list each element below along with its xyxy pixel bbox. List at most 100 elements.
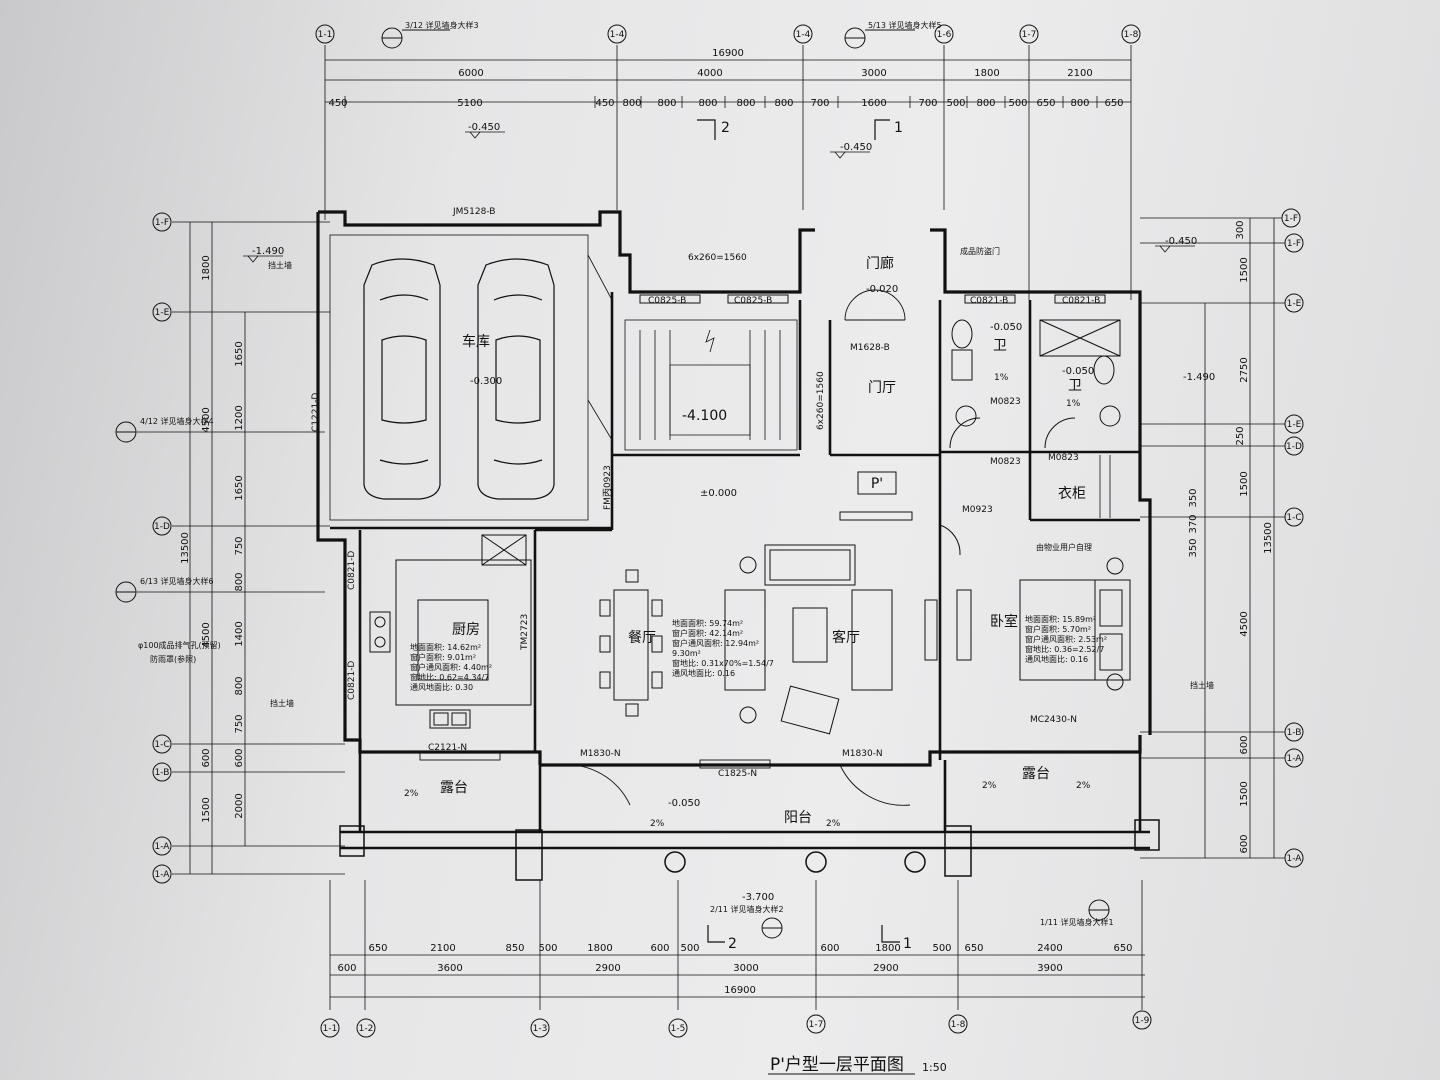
dim-top-row3-11: 500 [946, 98, 965, 109]
dim-top-row3-2: 450 [595, 98, 614, 109]
dim-top-row3-15: 800 [1070, 98, 1089, 109]
dim-left-row2-3: 600 [201, 748, 212, 767]
dim-left-row2-4: 1500 [201, 797, 212, 822]
dim-top-row3-14: 650 [1036, 98, 1055, 109]
dim-bottom-row3-8: 1800 [875, 943, 900, 954]
axis-label-bottom-1: 1-1 [323, 1024, 338, 1034]
kitchen-fixtures [369, 534, 532, 729]
wardrobe [1099, 455, 1111, 518]
level-porch: -0.020 [866, 284, 898, 295]
dim-right-row2-4: 600 [1239, 735, 1250, 754]
axis-label-right-4: 1-E [1287, 420, 1302, 430]
dim-left-row3-0: 1650 [234, 341, 245, 366]
axis-label-top-1: 1-1 [318, 30, 333, 40]
tag-entry-door: M1628-B [850, 343, 890, 353]
axis-label-bottom-2: 1-2 [359, 1024, 374, 1034]
level-wc1: -0.050 [990, 322, 1022, 333]
dim-left-row2-2: 4500 [201, 622, 212, 647]
left-dimension-lines [137, 221, 345, 875]
dim-left-row2-0: 1800 [201, 255, 212, 280]
note-bed-win: 窗户面积: 5.70m² [1025, 624, 1091, 634]
dim-top-row2-3: 1800 [974, 68, 999, 79]
dim-top-row3-5: 800 [698, 98, 717, 109]
axis-label-right-2: 1-F [1287, 239, 1301, 249]
dim-bottom-row2-3: 3000 [733, 963, 758, 974]
dim-right-row2-1: 2750 [1239, 357, 1250, 382]
axis-label-top-2: 1-4 [610, 30, 625, 40]
drawing-title: P'户型一层平面图 [770, 1055, 904, 1075]
dim-top-row3-3: 800 [622, 98, 641, 109]
note-gas: φ100成品排气孔(预留) [138, 640, 221, 650]
tag-window-c0821d: C0821-D [347, 661, 357, 700]
stair [624, 319, 798, 451]
bathroom-fixtures [949, 319, 1121, 449]
tag-window-c2121: C2121-N [428, 743, 467, 753]
room-label-wc1: 卫 [993, 338, 1007, 354]
axis-bubble-top-6 [1121, 24, 1141, 44]
note-bed-vent: 窗户通风面积: 2.53m² [1025, 634, 1107, 644]
dim-left-row3-8: 600 [234, 748, 245, 767]
note-living-vratio: 通风地面比: 0.16 [672, 668, 735, 678]
room-label-bedroom: 卧室 [990, 613, 1018, 630]
slope-terrace-far: 2% [1076, 781, 1091, 791]
terrace-rail [340, 752, 1150, 850]
note-kitchen-vent: 窗户通风面积: 4.40m² [410, 662, 492, 672]
ref-bubble-top-mid [844, 27, 915, 49]
dim-bottom-row2-2: 2900 [595, 963, 620, 974]
note-bed-vratio: 通风地面比: 0.16 [1025, 654, 1088, 664]
axis-bubble-top-4 [934, 24, 954, 44]
axis-label-top-3: 1-4 [796, 30, 811, 40]
dim-right-row2-2: 1500 [1239, 471, 1250, 496]
left-axis-bubbles [115, 212, 172, 884]
slope-balcony-left: 2% [650, 819, 665, 829]
section-marks-top [697, 119, 890, 140]
room-label-wc2: 卫 [1068, 378, 1082, 394]
section-mark-top-1: 1 [894, 120, 903, 136]
dim-left-row3-9: 2000 [234, 793, 245, 818]
tag-door-m0823b: M0823 [990, 457, 1021, 467]
level-living: ±0.000 [700, 488, 737, 499]
axis-label-right-5: 1-D [1286, 442, 1302, 452]
note-bed-area: 地面面积: 15.89m² [1025, 614, 1096, 624]
garage-floor [329, 234, 613, 521]
axis-label-top-6: 1-8 [1124, 30, 1139, 40]
note-gas2: 防雨罩(参照) [150, 654, 196, 664]
axis-label-right-8: 1-A [1287, 754, 1303, 764]
room-label-balcony: 阳台 [784, 810, 812, 826]
axis-label-right-1: 1-F [1284, 214, 1298, 224]
axis-label-bottom-4: 1-5 [671, 1024, 686, 1034]
level-top-left: -0.450 [468, 122, 500, 133]
dim-top-row2-1: 4000 [697, 68, 722, 79]
dim-bottom-row2-5: 3900 [1037, 963, 1062, 974]
dim-right-row3-4: 350 [1188, 538, 1199, 557]
level-garage: -0.300 [470, 376, 502, 387]
tag-window-c0821a: C0821-B [970, 296, 1008, 306]
room-badge-label: P' [871, 476, 883, 492]
dim-top-row3-9: 1600 [861, 98, 886, 109]
car-icon [477, 258, 555, 500]
dim-left-row3-6: 800 [234, 676, 245, 695]
axis-label-bottom-7: 1-9 [1135, 1016, 1150, 1026]
ref-bubble-bottom [761, 917, 783, 939]
dim-top-row3-0: 450 [328, 98, 347, 109]
note-retaining-right: 挡土墙 [1190, 680, 1214, 690]
note-living-vent2: 9.30m² [672, 649, 701, 658]
level-balcony: -0.050 [668, 798, 700, 809]
tag-window-c0821b: C0821-B [1062, 296, 1100, 306]
slope-terrace-left: 2% [404, 789, 419, 799]
axis-bubble-top-5 [1019, 24, 1039, 44]
top-windows [639, 294, 1106, 304]
dim-bottom-row3-0: 650 [368, 943, 387, 954]
level-wc2: -0.050 [1062, 366, 1094, 377]
axis-label-left-5: 1-B [155, 768, 170, 778]
room-label-terrace-left: 露台 [440, 780, 468, 796]
room-badge [857, 471, 897, 495]
note-bed-ratio: 窗地比: 0.36=2.52/7 [1025, 644, 1104, 654]
room-label-terrace-right: 露台 [1022, 766, 1050, 782]
axis-label-top-4: 1-6 [937, 30, 952, 40]
dim-bottom-row3-3: 500 [538, 943, 557, 954]
tag-window-c0825b: C0825-B [734, 296, 772, 306]
level-top-right: -0.450 [1165, 236, 1197, 247]
level-left: -1.490 [252, 246, 284, 257]
